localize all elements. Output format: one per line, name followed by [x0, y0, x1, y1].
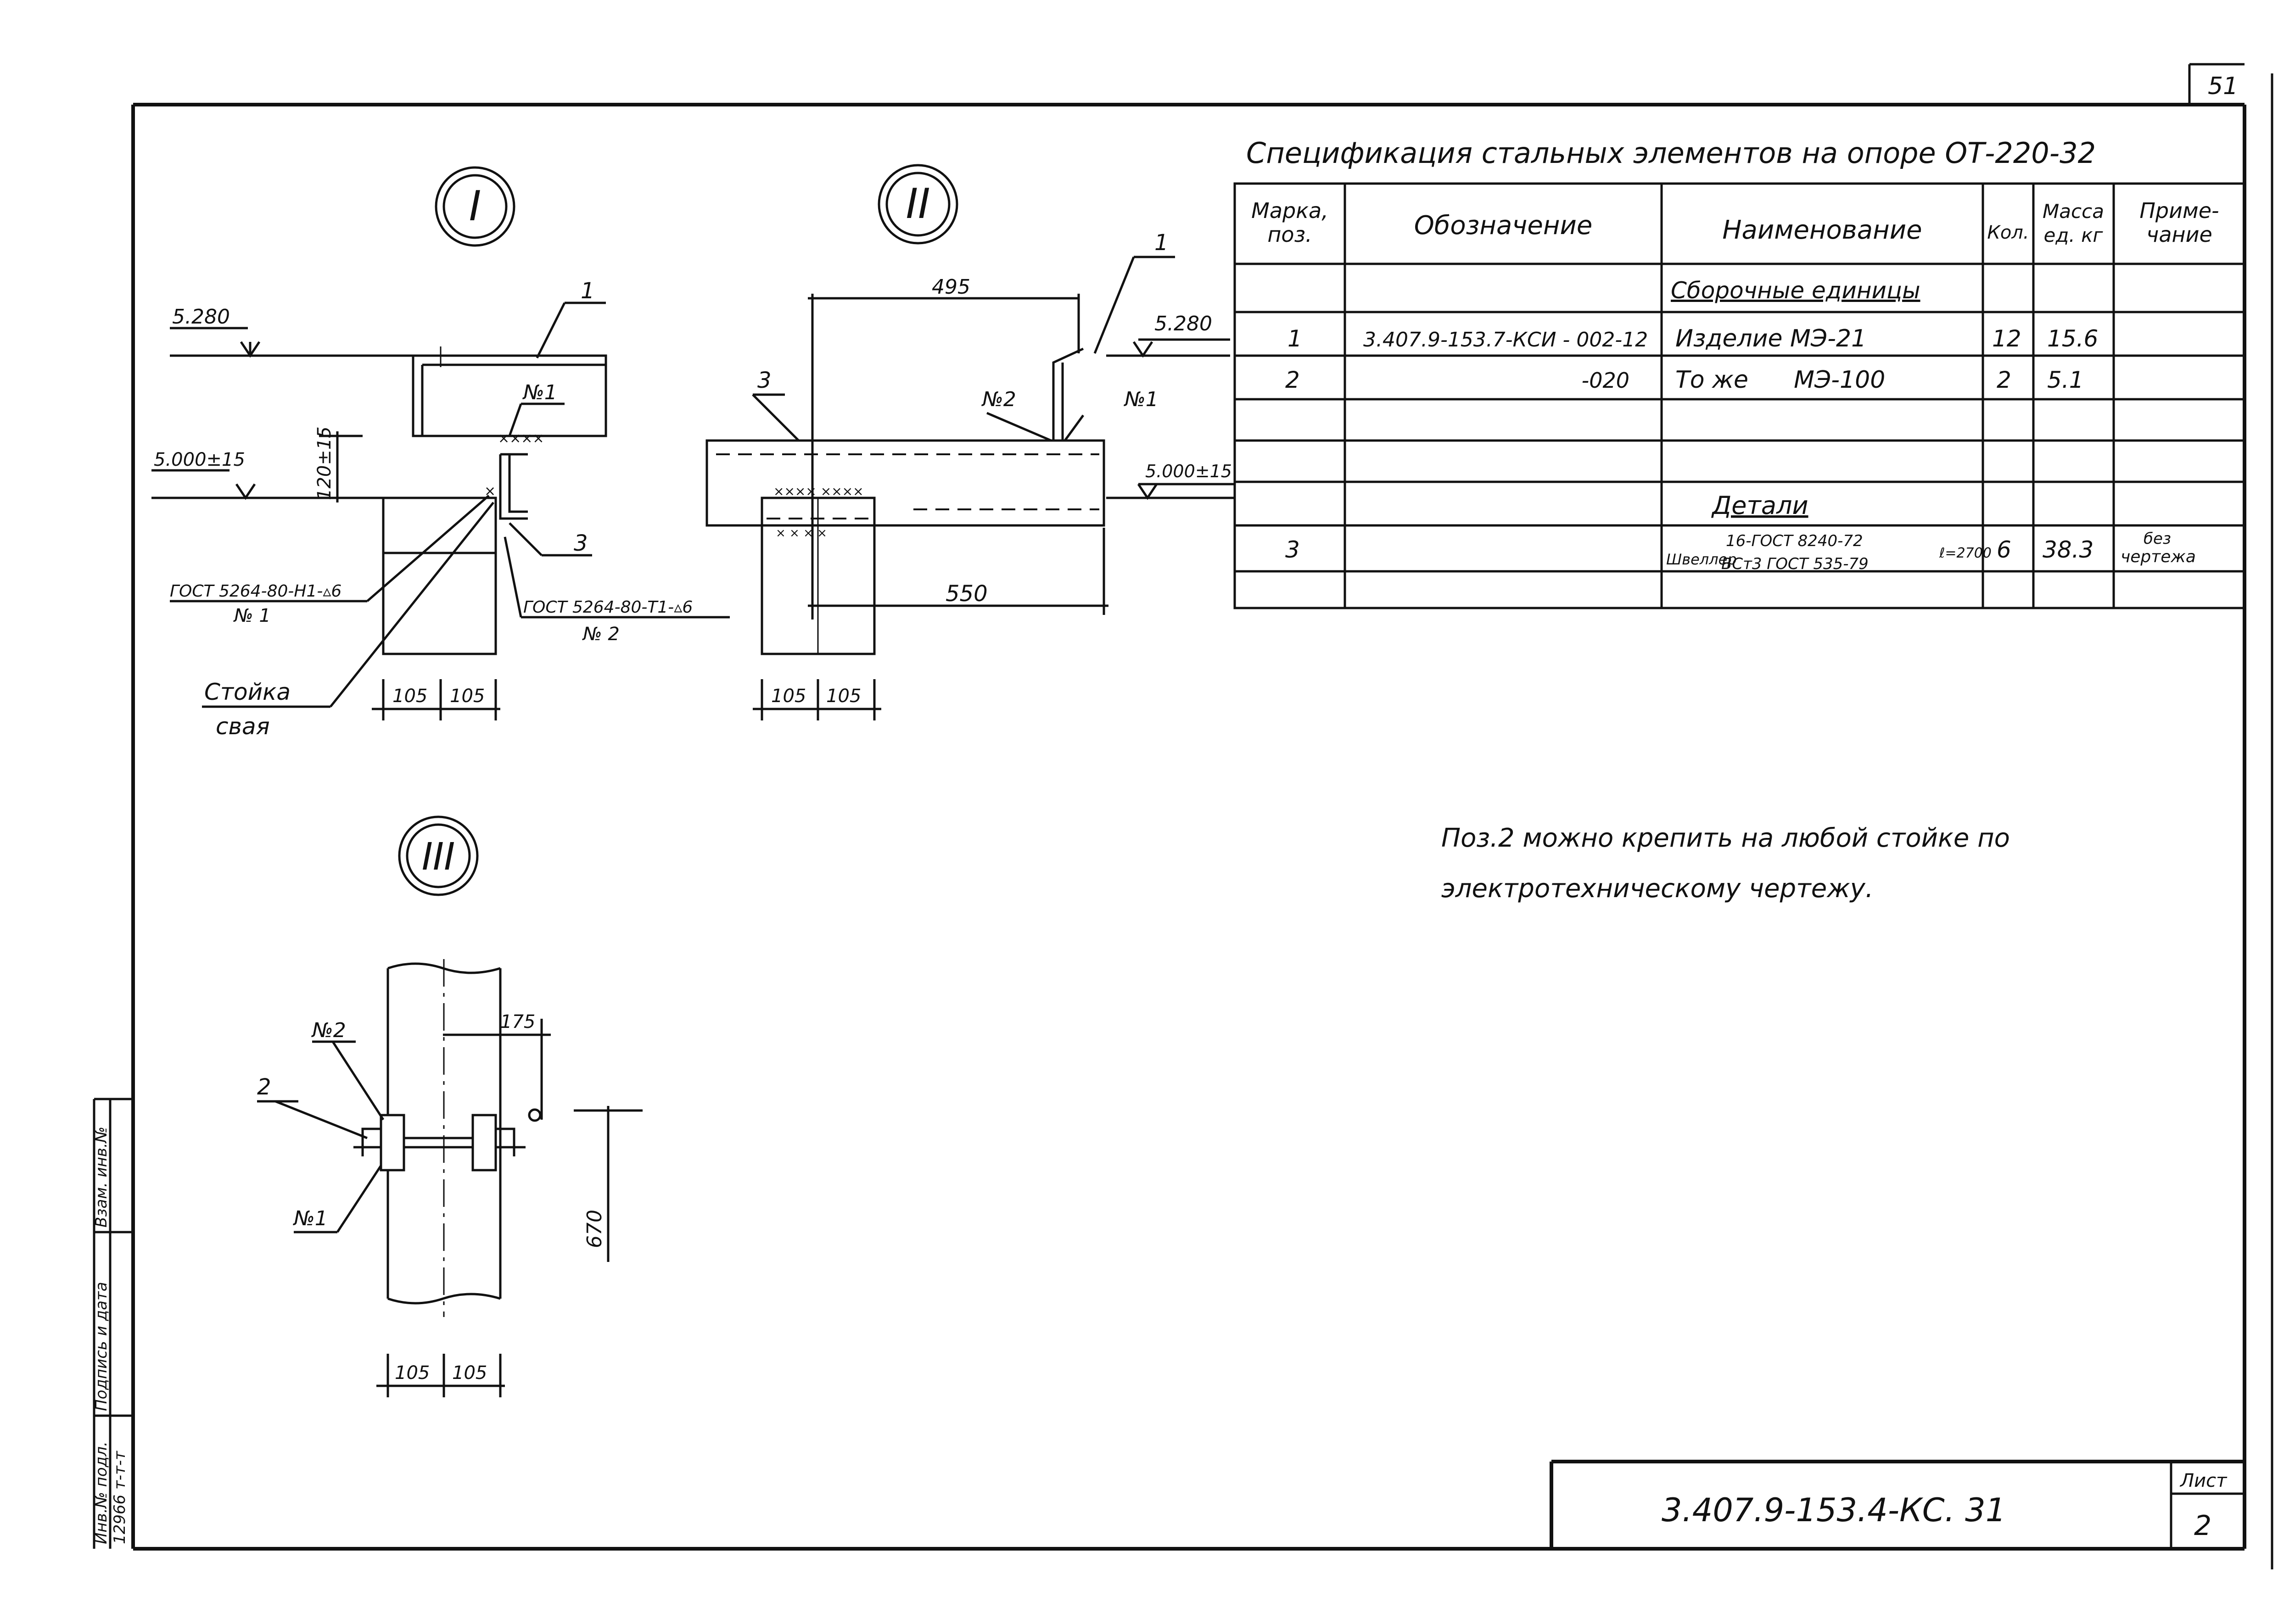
v3-pos-2: 2: [257, 1074, 271, 1100]
spec-detail-note-bottom: чертежа: [2121, 547, 2196, 566]
v1-dim-vertical: 120±15: [314, 426, 335, 500]
spec-detail-name-bottom: ВСт3 ГОСТ 535-79: [1721, 555, 1869, 573]
v1-weld-n1: №1: [522, 381, 557, 404]
v1-dim-a: 105: [392, 686, 427, 707]
spec-detail-pos: 3: [1285, 536, 1300, 563]
v2-pos-3: 3: [757, 368, 772, 393]
note-line-1: Поз.2 можно крепить на любой стойке по: [1441, 823, 2010, 853]
spec-header-primechanie-line2: чание: [2146, 222, 2212, 247]
spec-detail-length: ℓ=2700: [1939, 545, 1992, 561]
v1-elev-top: 5.280: [172, 305, 230, 329]
view-1-numeral: I: [469, 182, 481, 230]
spec-detail-name-prefix: Швеллер: [1666, 551, 1737, 568]
svg-text:× × × ×: × × × ×: [776, 526, 827, 540]
stamp-inv-number: 12966 т-т-т: [111, 1451, 129, 1544]
spec-row-1-pos: 1: [1287, 325, 1302, 352]
spec-row-1-mass: 15.6: [2047, 325, 2098, 352]
v3-weld-n2: №2: [311, 1019, 346, 1042]
v1-stoika: Стойка: [204, 679, 291, 705]
v1-gost-right: ГОСТ 5264-80-Т1-▵6: [523, 598, 693, 617]
spec-row-2-name: То же МЭ-100: [1675, 366, 1885, 394]
spec-row-1-qty: 12: [1992, 325, 2021, 352]
svg-text:××××: ××××: [498, 430, 544, 446]
spec-header-naimenovanie: Наименование: [1722, 215, 1922, 245]
v1-gost-left-n: № 1: [233, 605, 271, 626]
note-line-2: электротехническому чертежу.: [1441, 874, 1874, 904]
view-2-label: [878, 164, 958, 245]
v1-pos-1: 1: [581, 278, 595, 304]
v2-dim-top: 495: [932, 275, 970, 299]
title-block-code: 3.407.9-153.4-КС. 31: [1662, 1491, 2006, 1529]
v1-svaya: свая: [216, 713, 270, 740]
v3-weld-n1: №1: [292, 1207, 328, 1230]
v3-dim-175: 175: [500, 1011, 535, 1032]
spec-row-2-pos: 2: [1285, 367, 1300, 393]
v2-dim-b: 105: [826, 686, 861, 707]
view-2-numeral: II: [906, 180, 930, 228]
v1-gost-right-n: № 2: [582, 624, 620, 645]
spec-header-primechanie: Приме-чание: [2139, 198, 2219, 247]
spec-header-massa-line1: Масса: [2043, 200, 2104, 223]
spec-detail-mass: 38.3: [2043, 536, 2093, 563]
spec-row-1-name: Изделие МЭ-21: [1675, 325, 1866, 352]
spec-detail-name-top: 16-ГОСТ 8240-72: [1726, 532, 1863, 550]
title-block: [1550, 1460, 2245, 1549]
spec-header-primechanie-line1: Приме-: [2139, 198, 2219, 223]
view-3-numeral: III: [422, 835, 455, 879]
title-block-list-label: Лист: [2179, 1470, 2228, 1491]
v1-elev-bottom: 5.000±15: [154, 449, 245, 470]
spec-title: Спецификация стальных элементов на опоре…: [1246, 136, 2096, 170]
view-1-label: [435, 166, 515, 247]
v2-elev-top: 5.280: [1154, 312, 1212, 335]
view-2-drawing: ×××× ×××× × × × ×: [705, 256, 1235, 720]
spec-header-marka-line1: Марка,: [1251, 198, 1328, 223]
spec-detail-qty: 6: [1997, 536, 2011, 563]
spec-section-assembly: Сборочные единицы: [1671, 277, 1920, 304]
v3-dim-a: 105: [395, 1362, 430, 1384]
v2-dim-a: 105: [771, 686, 806, 707]
v2-weld-n1: №1: [1123, 388, 1159, 411]
spec-header-marka-line2: поз.: [1267, 222, 1312, 247]
v2-dim-bottom: 550: [946, 581, 988, 607]
view-1-drawing: ×××× ×: [151, 301, 730, 720]
spec-row-2-mass: 5.1: [2047, 367, 2084, 393]
spec-row-2-designation: -020: [1582, 368, 1629, 393]
spec-section-details: Детали: [1711, 491, 1808, 520]
v1-pos-3: 3: [574, 530, 588, 556]
v2-elev-bottom: 5.000±15: [1145, 461, 1232, 481]
v1-gost-left: ГОСТ 5264-80-Н1-▵6: [170, 582, 341, 601]
stamp-vzam-inv: Взам. инв.№: [92, 1127, 111, 1228]
spec-detail-note-top: без: [2144, 530, 2171, 548]
title-block-list-number: 2: [2194, 1510, 2211, 1542]
stamp-podpis-data: Подпись и дата: [92, 1282, 111, 1411]
view-3-drawing: [257, 959, 643, 1397]
stamp-inv-podl: Инв.№ подл.: [92, 1441, 111, 1544]
sheet-frame: [131, 63, 2273, 1569]
left-stamp-strip: [93, 1098, 133, 1549]
view-3-label: [398, 815, 479, 896]
v3-dim-670: 670: [583, 1210, 606, 1248]
v2-pos-1: 1: [1154, 230, 1169, 256]
spec-header-massa-line2: ед. кг: [2043, 224, 2103, 246]
v2-weld-n2: №2: [981, 388, 1016, 411]
spec-table-grid: [1233, 182, 2246, 609]
v3-dim-b: 105: [452, 1362, 487, 1384]
svg-text:×××× ××××: ×××× ××××: [773, 484, 864, 499]
spec-header-oboznachenie: Обозначение: [1414, 211, 1593, 240]
v1-dim-b: 105: [450, 686, 485, 707]
spec-header-marka: Марка,поз.: [1251, 198, 1328, 247]
spec-header-kol: Кол.: [1987, 222, 2029, 243]
spec-row-2-qty: 2: [1997, 367, 2011, 393]
corner-number: 51: [2208, 73, 2238, 100]
spec-row-1-designation: 3.407.9-153.7-КСИ - 002-12: [1363, 328, 1648, 352]
